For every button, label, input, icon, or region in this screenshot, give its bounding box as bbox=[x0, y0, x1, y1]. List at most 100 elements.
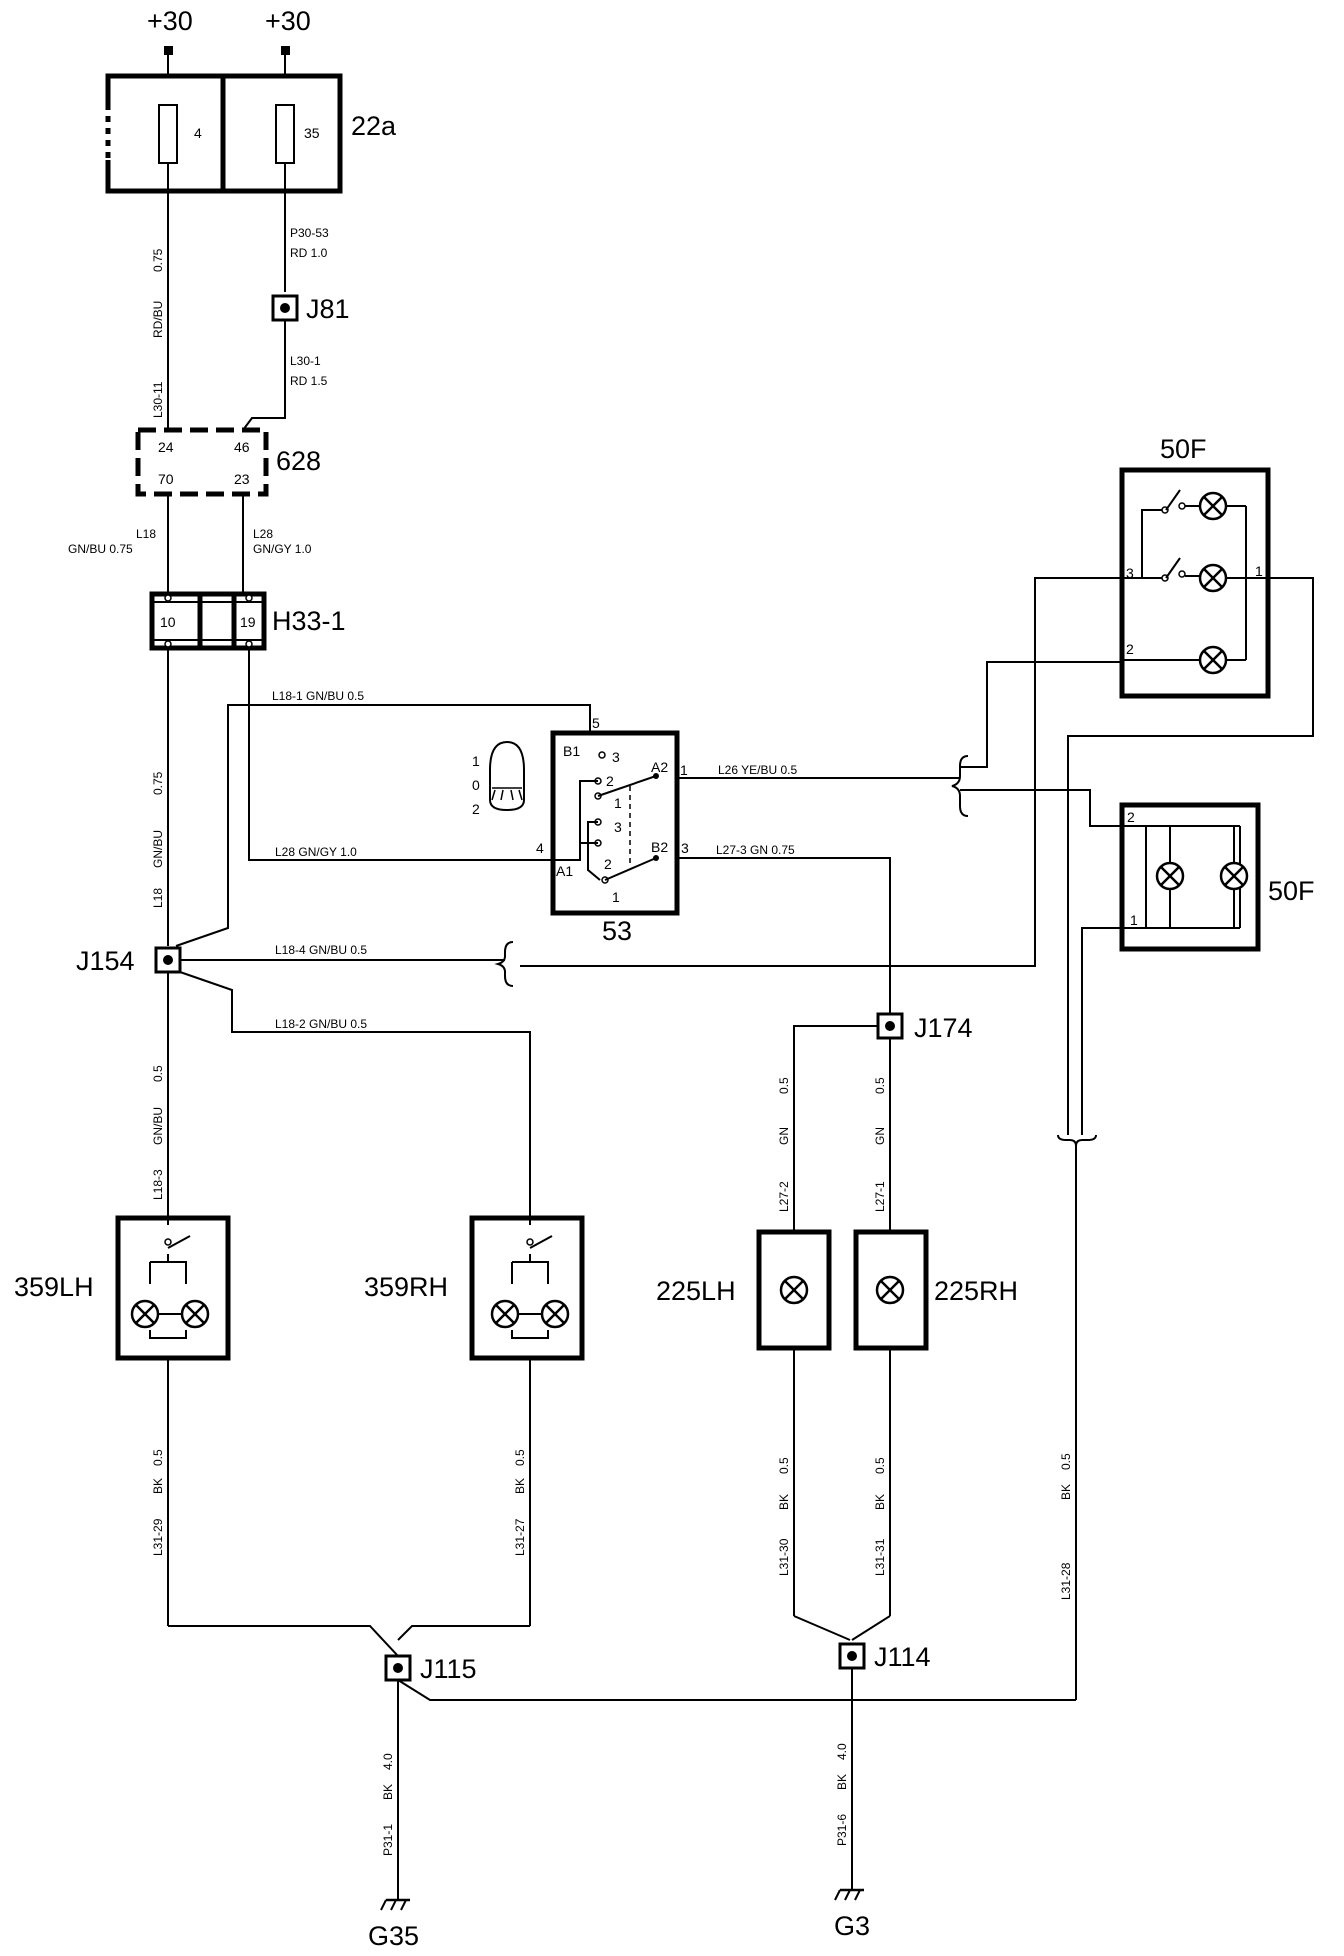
svg-text:50F: 50F bbox=[1160, 434, 1207, 464]
svg-text:B1: B1 bbox=[563, 743, 580, 759]
svg-text:GN/BU: GN/BU bbox=[151, 1107, 165, 1145]
wire-label-l18-3: L18-3 GN/BU 0.5 bbox=[151, 1065, 165, 1200]
wire-label-l31-29: L31-29 BK 0.5 bbox=[151, 1449, 165, 1556]
svg-text:19: 19 bbox=[240, 614, 256, 630]
svg-text:35: 35 bbox=[304, 125, 320, 141]
lamp-unit-359lh: 359LH bbox=[14, 1215, 231, 1361]
switch-53: B1 A2 B2 A1 5 1 4 3 3 2 1 3 2 1 53 bbox=[536, 715, 689, 946]
svg-text:GN: GN bbox=[777, 1127, 791, 1145]
connector-h33-label: H33-1 bbox=[272, 606, 346, 636]
svg-text:1: 1 bbox=[614, 795, 622, 811]
svg-text:23: 23 bbox=[234, 471, 250, 487]
svg-text:P30-53: P30-53 bbox=[290, 226, 329, 240]
junction-j81: J81 bbox=[271, 294, 350, 324]
wire-label-l31-31: L31-31 BK 0.5 bbox=[873, 1457, 887, 1576]
wire-label-p30-53: P30-53 RD 1.0 bbox=[290, 226, 329, 260]
svg-text:4.0: 4.0 bbox=[835, 1743, 849, 1760]
svg-text:2: 2 bbox=[604, 856, 612, 872]
svg-text:46: 46 bbox=[234, 439, 250, 455]
connector-628-label: 628 bbox=[276, 446, 321, 476]
svg-text:J81: J81 bbox=[306, 294, 350, 324]
svg-text:1: 1 bbox=[1255, 563, 1263, 579]
svg-text:L28: L28 bbox=[253, 527, 273, 541]
fuse-box-22a: 4 35 22a bbox=[104, 73, 397, 194]
svg-text:GN/BU: GN/BU bbox=[151, 830, 165, 868]
svg-text:BK: BK bbox=[873, 1494, 887, 1510]
svg-text:3: 3 bbox=[1126, 565, 1134, 581]
svg-text:L30-11: L30-11 bbox=[151, 381, 165, 418]
wire-label-l31-30: L31-30 BK 0.5 bbox=[777, 1457, 791, 1576]
svg-text:L31-28: L31-28 bbox=[1059, 1562, 1073, 1600]
svg-text:10: 10 bbox=[160, 614, 176, 630]
svg-text:0.75: 0.75 bbox=[151, 771, 165, 795]
wire-label-l27-3: L27-3 GN 0.75 bbox=[716, 843, 795, 857]
svg-text:3: 3 bbox=[681, 840, 689, 856]
svg-text:RD 1.5: RD 1.5 bbox=[290, 374, 328, 388]
wire-label-l18-top: L18 GN/BU 0.75 bbox=[68, 527, 156, 556]
wire-label-l18-v: L18 GN/BU 0.75 bbox=[151, 771, 165, 908]
wire-label-l26: L26 YE/BU 0.5 bbox=[718, 763, 797, 777]
svg-text:4: 4 bbox=[194, 125, 202, 141]
svg-text:RD/BU: RD/BU bbox=[151, 301, 165, 338]
fuse-4 bbox=[158, 104, 178, 164]
svg-text:L18-3: L18-3 bbox=[151, 1169, 165, 1200]
ground-g3-label: G3 bbox=[834, 1911, 870, 1941]
svg-text:50F: 50F bbox=[1268, 876, 1315, 906]
wire-label-l30-11: L30-11 RD/BU 0.75 bbox=[151, 248, 165, 418]
headlamp-symbol-icon: 1 0 2 bbox=[472, 740, 525, 817]
lamp-unit-359rh: 359RH bbox=[364, 1215, 585, 1361]
svg-text:L31-31: L31-31 bbox=[873, 1538, 887, 1576]
svg-text:L27-2: L27-2 bbox=[777, 1181, 791, 1212]
svg-text:225LH: 225LH bbox=[656, 1276, 736, 1306]
svg-text:359LH: 359LH bbox=[14, 1272, 94, 1302]
svg-text:225RH: 225RH bbox=[934, 1276, 1018, 1306]
svg-text:BK: BK bbox=[777, 1494, 791, 1510]
lamp-unit-50f-upper: 50F 3 1 2 bbox=[1119, 434, 1271, 699]
svg-text:GN/BU 0.75: GN/BU 0.75 bbox=[68, 542, 133, 556]
svg-text:4.0: 4.0 bbox=[381, 1753, 395, 1770]
svg-text:+30: +30 bbox=[265, 6, 311, 36]
svg-text:1: 1 bbox=[472, 753, 480, 769]
wire-label-l27-2: L27-2 GN 0.5 bbox=[777, 1077, 791, 1212]
svg-text:2: 2 bbox=[1127, 809, 1135, 825]
svg-text:0.75: 0.75 bbox=[151, 248, 165, 272]
svg-text:70: 70 bbox=[158, 471, 174, 487]
svg-text:2: 2 bbox=[1126, 641, 1134, 657]
svg-text:0: 0 bbox=[472, 777, 480, 793]
fuse-box-label: 22a bbox=[351, 111, 397, 141]
svg-text:L31-30: L31-30 bbox=[777, 1538, 791, 1576]
wire-label-p31-1: P31-1 BK 4.0 bbox=[381, 1753, 395, 1856]
svg-text:24: 24 bbox=[158, 439, 174, 455]
wire-label-l30-1: L30-1 RD 1.5 bbox=[290, 354, 328, 388]
svg-text:0.5: 0.5 bbox=[151, 1449, 165, 1466]
svg-text:L31-27: L31-27 bbox=[513, 1518, 527, 1556]
svg-text:0.5: 0.5 bbox=[1059, 1453, 1073, 1470]
junction-j174: J174 bbox=[876, 1012, 973, 1043]
svg-text:2: 2 bbox=[472, 801, 480, 817]
svg-text:L18: L18 bbox=[136, 527, 156, 541]
svg-text:BK: BK bbox=[1059, 1484, 1073, 1500]
svg-text:P31-6: P31-6 bbox=[835, 1814, 849, 1846]
svg-text:359RH: 359RH bbox=[364, 1272, 448, 1302]
svg-text:0.5: 0.5 bbox=[777, 1457, 791, 1474]
svg-text:1: 1 bbox=[612, 889, 620, 905]
junction-j154: J154 bbox=[76, 946, 182, 976]
svg-text:P31-1: P31-1 bbox=[381, 1824, 395, 1856]
supply-right: +30 bbox=[265, 6, 311, 76]
svg-text:3: 3 bbox=[614, 819, 622, 835]
ground-g3-icon bbox=[833, 1888, 866, 1902]
wire-label-l28-mid: L28 GN/GY 1.0 bbox=[275, 845, 357, 859]
connector-h33-1: 10 19 H33-1 bbox=[149, 591, 346, 651]
svg-text:L27-1: L27-1 bbox=[873, 1181, 887, 1212]
svg-text:3: 3 bbox=[612, 749, 620, 765]
svg-text:J154: J154 bbox=[76, 946, 135, 976]
svg-text:BK: BK bbox=[151, 1478, 165, 1494]
wire-label-l18-1: L18-1 GN/BU 0.5 bbox=[272, 689, 364, 703]
svg-text:L18: L18 bbox=[151, 888, 165, 908]
wire-label-p31-6: P31-6 BK 4.0 bbox=[835, 1743, 849, 1846]
svg-text:4: 4 bbox=[536, 840, 544, 856]
svg-text:GN/GY 1.0: GN/GY 1.0 bbox=[253, 542, 312, 556]
connector-628: 24 46 70 23 628 bbox=[135, 427, 321, 497]
switch-53-label: 53 bbox=[602, 916, 632, 946]
